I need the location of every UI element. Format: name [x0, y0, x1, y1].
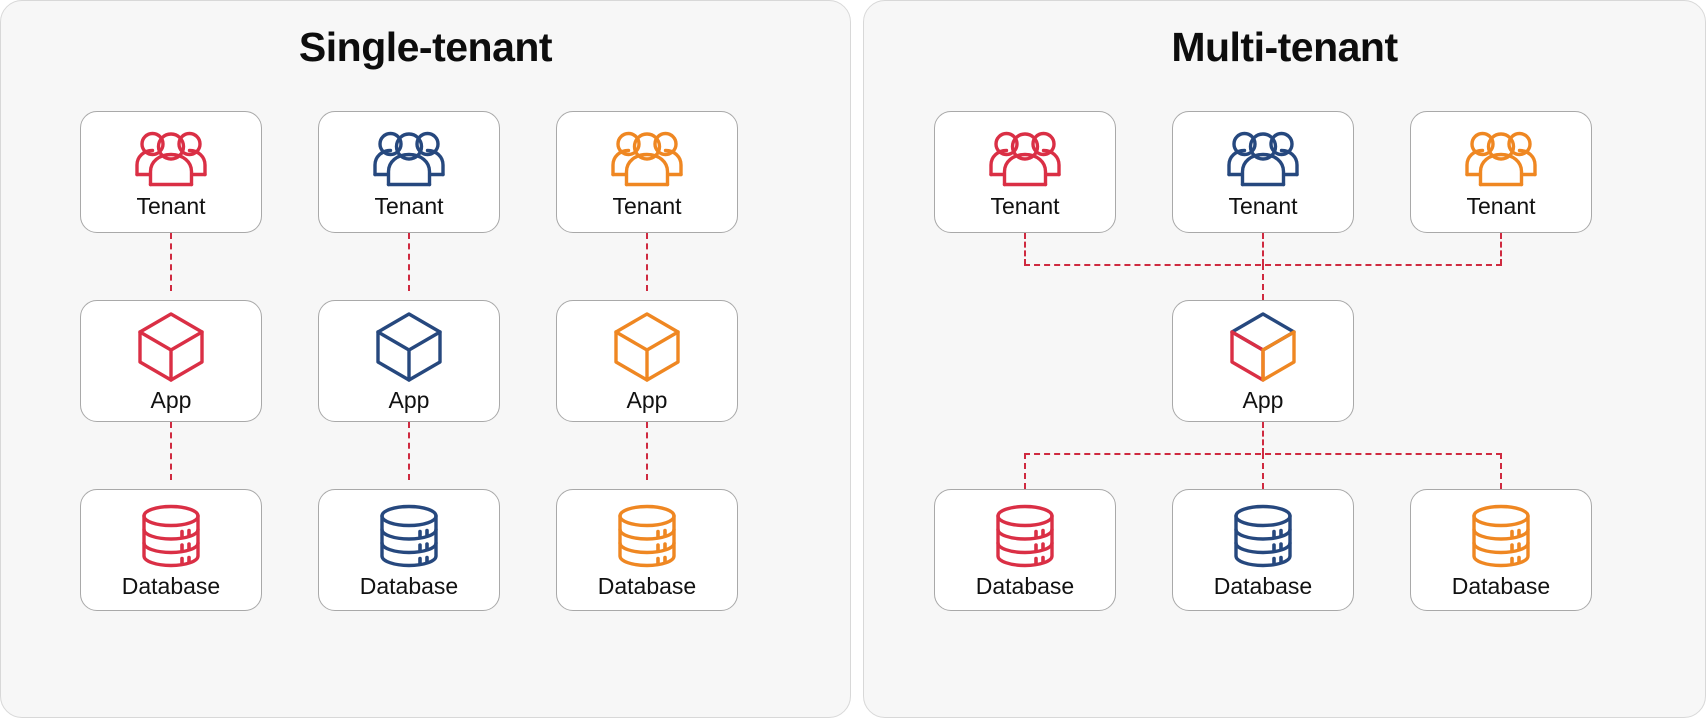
node-label: App	[150, 386, 192, 413]
database-cylinder-icon	[1469, 503, 1533, 569]
node-database-3[interactable]: Database	[556, 489, 738, 611]
node-label: Database	[359, 572, 459, 599]
node-app-3[interactable]: App	[556, 300, 738, 422]
node-label: Database	[1213, 572, 1313, 599]
node-label: Tenant	[374, 192, 444, 219]
node-label: Database	[1451, 572, 1551, 599]
connector-app-database-3	[646, 422, 648, 480]
node-database-1[interactable]: Database	[80, 489, 262, 611]
database-cylinder-icon	[1231, 503, 1295, 569]
node-database-2[interactable]: Database	[1172, 489, 1354, 611]
node-label: Tenant	[1466, 192, 1536, 219]
node-label: Database	[975, 572, 1075, 599]
connector-bus-database-3	[1500, 453, 1502, 489]
node-tenant-2[interactable]: Tenant	[318, 111, 500, 233]
node-tenant-3[interactable]: Tenant	[556, 111, 738, 233]
connector-tenant-app-2	[408, 233, 410, 291]
node-app-2[interactable]: App	[318, 300, 500, 422]
node-tenant-3[interactable]: Tenant	[1410, 111, 1592, 233]
connector-tenant-app-1	[170, 233, 172, 291]
node-app-shared[interactable]: App	[1172, 300, 1354, 422]
connector-tenant-bus-3	[1500, 233, 1502, 265]
connector-bus-database-2	[1262, 453, 1264, 489]
node-label: Tenant	[136, 192, 206, 219]
cube-icon	[612, 311, 682, 383]
tenant-group-icon	[988, 127, 1062, 189]
panel-title-multi-tenant: Multi-tenant	[1171, 24, 1398, 70]
panel-single-tenant: Single-tenant	[0, 0, 851, 718]
connector-bus-database-1	[1024, 453, 1026, 489]
connector-bus-app	[1262, 264, 1264, 300]
database-cylinder-icon	[993, 503, 1057, 569]
cube-icon	[374, 311, 444, 383]
tenant-group-icon	[1464, 127, 1538, 189]
tenant-group-icon	[372, 127, 446, 189]
node-database-1[interactable]: Database	[934, 489, 1116, 611]
node-tenant-1[interactable]: Tenant	[80, 111, 262, 233]
connector-tenant-bus-2	[1262, 233, 1264, 265]
node-tenant-1[interactable]: Tenant	[934, 111, 1116, 233]
node-app-1[interactable]: App	[80, 300, 262, 422]
node-label: Database	[121, 572, 221, 599]
node-database-3[interactable]: Database	[1410, 489, 1592, 611]
database-cylinder-icon	[377, 503, 441, 569]
connector-app-bus	[1262, 422, 1264, 454]
node-tenant-2[interactable]: Tenant	[1172, 111, 1354, 233]
tenant-group-icon	[610, 127, 684, 189]
connector-tenant-app-3	[646, 233, 648, 291]
node-label: App	[1242, 386, 1284, 413]
tenant-group-icon	[134, 127, 208, 189]
node-database-2[interactable]: Database	[318, 489, 500, 611]
node-label: Tenant	[990, 192, 1060, 219]
panel-multi-tenant: Multi-tenant	[863, 0, 1706, 718]
cube-icon	[136, 311, 206, 383]
cube-icon	[1228, 311, 1298, 383]
connector-tenant-bus-1	[1024, 233, 1026, 265]
tenant-group-icon	[1226, 127, 1300, 189]
connector-app-database-2	[408, 422, 410, 480]
node-label: App	[388, 386, 430, 413]
database-cylinder-icon	[615, 503, 679, 569]
node-label: Database	[597, 572, 697, 599]
multi-tenant-stage: Tenant	[864, 1, 1705, 717]
database-cylinder-icon	[139, 503, 203, 569]
node-label: Tenant	[1228, 192, 1298, 219]
single-tenant-stage: Tenant	[1, 1, 850, 717]
panel-title-single-tenant: Single-tenant	[298, 24, 553, 70]
node-label: Tenant	[612, 192, 682, 219]
node-label: App	[626, 386, 668, 413]
connector-app-database-1	[170, 422, 172, 480]
